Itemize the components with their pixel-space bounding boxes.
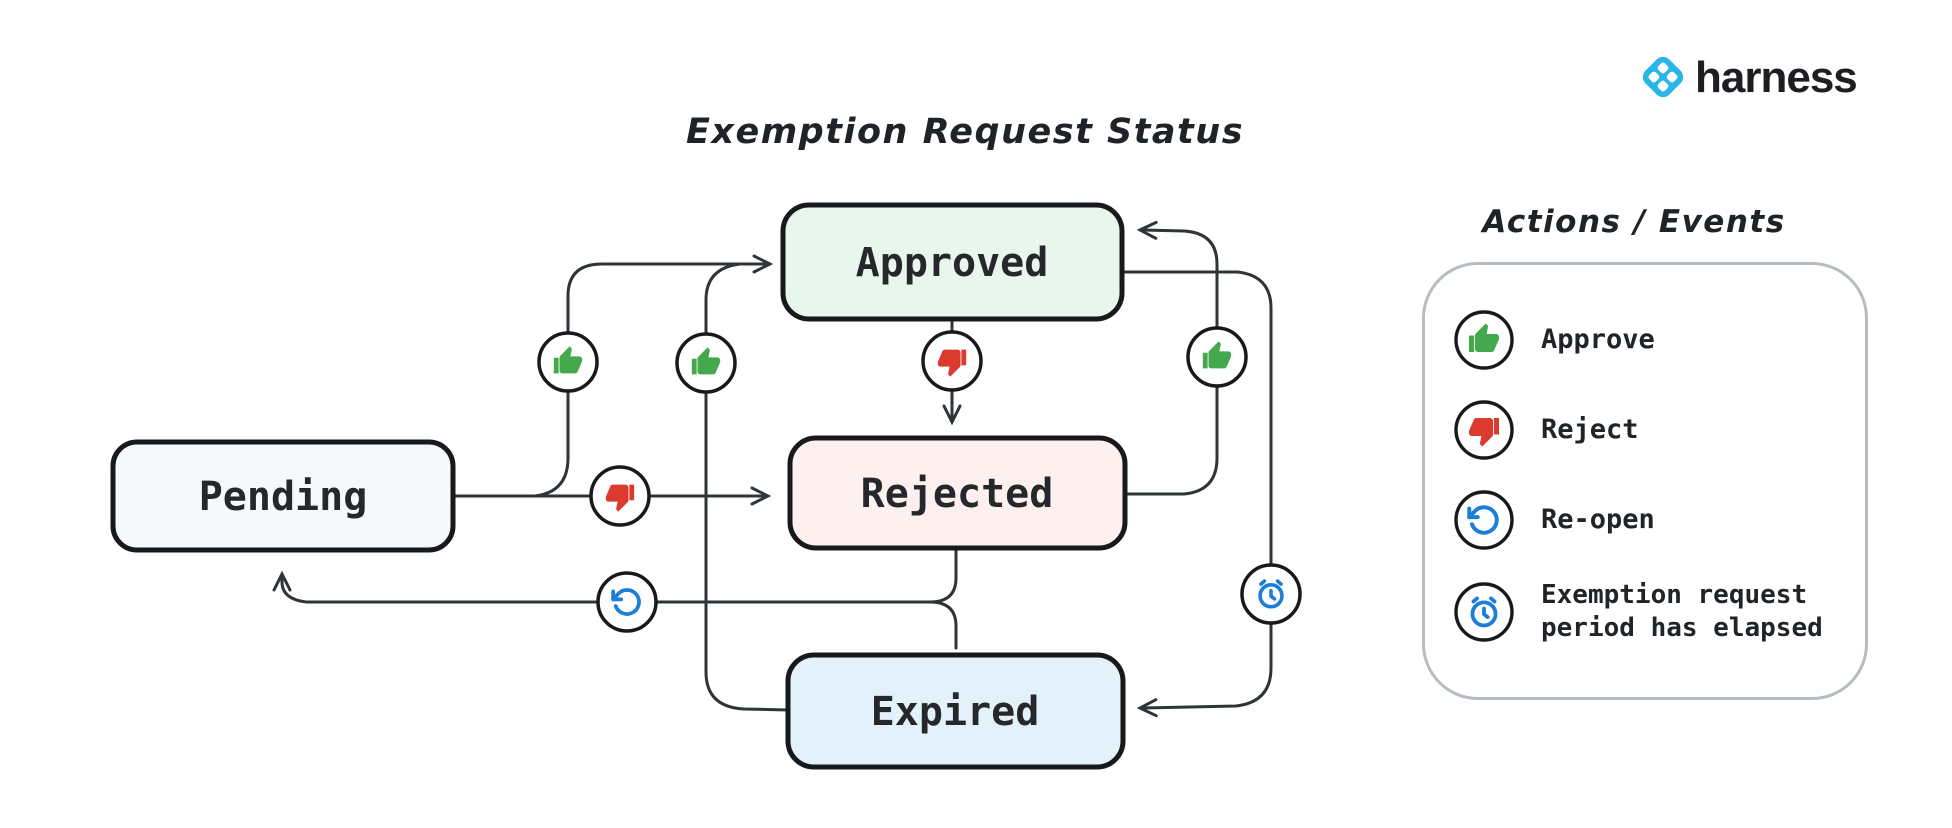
state-rejected-label: Rejected <box>861 471 1054 517</box>
legend-title: Actions / Events <box>1482 204 1786 240</box>
state-expired-label: Expired <box>871 689 1040 735</box>
state-approved-label: Approved <box>856 240 1049 286</box>
diagram-title: Exemption Request Status <box>685 112 1245 152</box>
thumbs-down-icon <box>589 465 651 527</box>
thumbs-up-icon <box>675 332 737 394</box>
legend-item-elapsed: Exemption request period has elapsed <box>1453 579 1865 644</box>
state-approved: Approved <box>780 202 1125 322</box>
thumbs-up-icon <box>1186 326 1248 388</box>
harness-diamond-icon <box>1642 56 1684 98</box>
legend-item-label: Exemption request period has elapsed <box>1541 580 1823 643</box>
alarm-clock-icon <box>1454 581 1514 642</box>
legend-item-label: Reject <box>1541 414 1639 446</box>
edge-expired-approved <box>704 262 790 712</box>
legend-item-reopen: Re-open <box>1453 489 1865 551</box>
legend-item-label: Approve <box>1541 324 1655 356</box>
edge-action-badges <box>537 326 1302 633</box>
brand-name: harness <box>1695 53 1858 102</box>
brand-logo: harness <box>1636 50 1858 104</box>
state-pending-label: Pending <box>199 474 368 520</box>
state-pending: Pending <box>110 439 456 553</box>
alarm-clock-icon <box>1240 563 1302 625</box>
state-rejected: Rejected <box>787 435 1128 551</box>
legend-box: Approve Reject Re-open Exemption request… <box>1422 262 1868 700</box>
legend-item-reject: Reject <box>1453 399 1865 461</box>
state-nodes: Pending Approved Rejected Expired <box>110 202 1128 770</box>
legend-item-label: Re-open <box>1541 504 1655 536</box>
thumbs-down-icon <box>921 330 983 392</box>
edge-expired-pending <box>928 600 958 650</box>
reopen-icon <box>1454 490 1514 550</box>
legend-item-approve: Approve <box>1453 309 1865 371</box>
reopen-icon <box>596 571 658 633</box>
state-expired: Expired <box>785 652 1126 770</box>
thumbs-down-icon <box>1454 400 1514 460</box>
thumbs-up-icon <box>1454 310 1514 370</box>
edge-approved-expired <box>1120 270 1273 708</box>
thumbs-up-icon <box>537 331 599 393</box>
